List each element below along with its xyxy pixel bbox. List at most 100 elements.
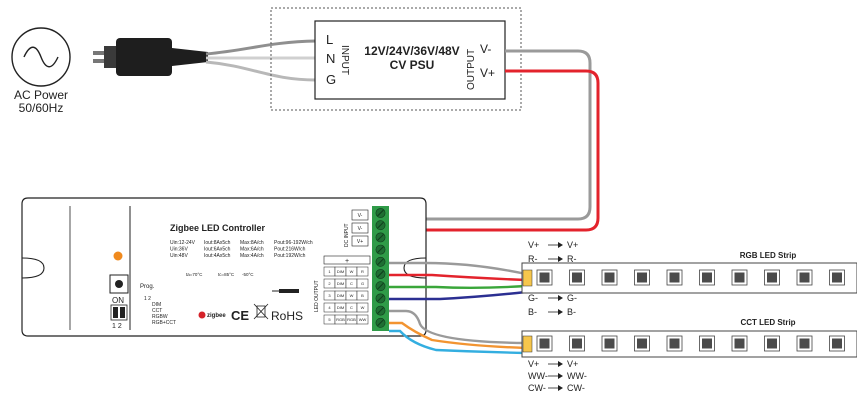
- out-cell: 2: [328, 281, 331, 286]
- pin-label-left: WW-: [528, 371, 548, 381]
- cct-strip: CCT LED Strip V+V+WW-WW-CW-CW-: [521, 318, 857, 393]
- arrow-head-icon: [558, 309, 563, 315]
- spec-cell: Uin:12-24V: [170, 240, 196, 246]
- led-output-plus: +: [345, 258, 349, 265]
- out-cell: W: [350, 293, 354, 298]
- out-cell: 4: [328, 305, 331, 310]
- spec-cell: Iout:8Ax5ch: [204, 240, 231, 246]
- rgb-led-row: [536, 269, 845, 286]
- ac-label-2: 50/60Hz: [19, 101, 64, 115]
- spec-cell: Pout:216W/ch: [274, 247, 306, 253]
- ac-power-source: AC Power 50/60Hz: [11, 27, 71, 115]
- dc-pin-label: V-: [358, 213, 363, 219]
- dip-on-label: ON: [112, 296, 124, 305]
- led-output-label: LED OUTPUT: [314, 280, 320, 312]
- out-cell: 3: [328, 293, 331, 298]
- psu-pin-l: L: [326, 32, 333, 47]
- out-cell: B: [361, 293, 364, 298]
- dip-switch[interactable]: [110, 304, 128, 321]
- out-cell: R: [361, 269, 364, 274]
- out-cell: C: [350, 305, 353, 310]
- out-cell-box: [356, 266, 369, 277]
- mode-rgbcct: RGB+CCT: [152, 320, 176, 326]
- psu-pin-vpos: V+: [480, 66, 495, 80]
- psu-body: [314, 20, 506, 100]
- out-cell: WW: [359, 317, 367, 322]
- pin-label-right: R-: [567, 254, 577, 264]
- pin-label-right: V+: [567, 359, 578, 369]
- dc-pin-label: V-: [358, 226, 363, 232]
- out-cell-box: [356, 314, 369, 325]
- mode-header: 1 2: [144, 296, 151, 302]
- spec-cell: Uin:48V: [170, 253, 188, 259]
- pin-label-left: R-: [528, 254, 538, 264]
- rgb-strip: RGB LED Strip V+V+R-R-G-G-B-B-: [521, 240, 857, 317]
- terminal-block: [372, 206, 389, 331]
- out-cell: RGB: [336, 317, 345, 322]
- dc-pin-box: [351, 222, 369, 234]
- rgb-pin-labels: V+V+R-R-G-G-B-B-: [528, 240, 578, 317]
- arrow-head-icon: [558, 373, 563, 379]
- cct-strip-title: CCT LED Strip: [740, 318, 795, 327]
- mode-cct: CCT: [152, 308, 162, 314]
- arrow-head-icon: [558, 256, 563, 262]
- out-cell: DIM: [337, 281, 344, 286]
- spec-cell: Max:6A/ch: [240, 247, 264, 253]
- wire-strip-icon: [272, 289, 299, 293]
- spec-cell: Pout:192W/ch: [274, 253, 306, 259]
- cct-led-row: [536, 335, 845, 352]
- temp-ta: ta=70°C: [186, 272, 203, 277]
- ac-wires: [205, 39, 317, 82]
- out-cell-box: [356, 278, 369, 289]
- out-cell: W: [361, 305, 365, 310]
- zigbee-label: zigbee: [207, 313, 226, 319]
- pin-label-left: B-: [528, 307, 537, 317]
- dip-switch-numbers: 1 2: [112, 323, 122, 330]
- rohs-mark: RoHS: [271, 309, 303, 323]
- pin-label-left: V+: [528, 240, 539, 250]
- psu-pin-g: G: [326, 72, 336, 87]
- arrow-head-icon: [558, 242, 563, 248]
- mode-dim: DIM: [152, 302, 161, 308]
- weee-bin-icon: [253, 303, 269, 320]
- ac-label-1: AC Power: [14, 88, 68, 102]
- dc-input-labels: V- V- V+: [351, 209, 369, 247]
- cct-pads: [522, 335, 533, 353]
- controller: Prog. ON 1 2 1 2 DIM CCT RGBW RGB+CCT Zi…: [21, 197, 427, 337]
- psu-title-2: CV PSU: [390, 58, 435, 72]
- out-cell: G: [361, 281, 364, 286]
- pin-label-right: WW-: [567, 371, 587, 381]
- psu-output-label: OUTPUT: [466, 49, 477, 90]
- psu-dashed-frame: [270, 7, 522, 111]
- mode-rgbw: RGBW: [152, 314, 168, 320]
- out-cell: DIM: [337, 269, 344, 274]
- arrow-head-icon: [558, 385, 563, 391]
- temp-tc: tc=85°C: [218, 272, 235, 277]
- ac-sine-icon: [11, 27, 71, 87]
- spec-cell: Max:4A/ch: [240, 253, 264, 259]
- psu-output-wires: [389, 49, 600, 237]
- psu-pin-vneg: V-: [480, 42, 491, 56]
- prog-label: Prog.: [140, 284, 155, 290]
- psu-pin-n: N: [326, 51, 335, 66]
- psu: L N G INPUT 12V/24V/36V/48V CV PSU OUTPU…: [270, 7, 522, 111]
- output-wires: [389, 261, 527, 355]
- out-cell: DIM: [337, 305, 344, 310]
- pin-label-left: V+: [528, 359, 539, 369]
- pin-label-left: G-: [528, 293, 538, 303]
- arrow-head-icon: [558, 295, 563, 301]
- dc-input-label: DC INPUT: [344, 223, 350, 247]
- dc-pin-box: [351, 209, 369, 221]
- led-output-plus-box: [323, 255, 371, 265]
- spec-cell: Max:8A/ch: [240, 240, 264, 246]
- pin-label-right: CW-: [567, 383, 585, 393]
- dc-pin-label: V+: [357, 239, 363, 245]
- out-cell: 1: [328, 269, 331, 274]
- out-cell: RGB: [347, 317, 356, 322]
- out-cell: 5: [328, 317, 331, 322]
- arrow-head-icon: [558, 361, 563, 367]
- psu-title-1: 12V/24V/36V/48V: [364, 44, 459, 58]
- out-cell-box: [356, 302, 369, 313]
- out-cell: DIM: [337, 293, 344, 298]
